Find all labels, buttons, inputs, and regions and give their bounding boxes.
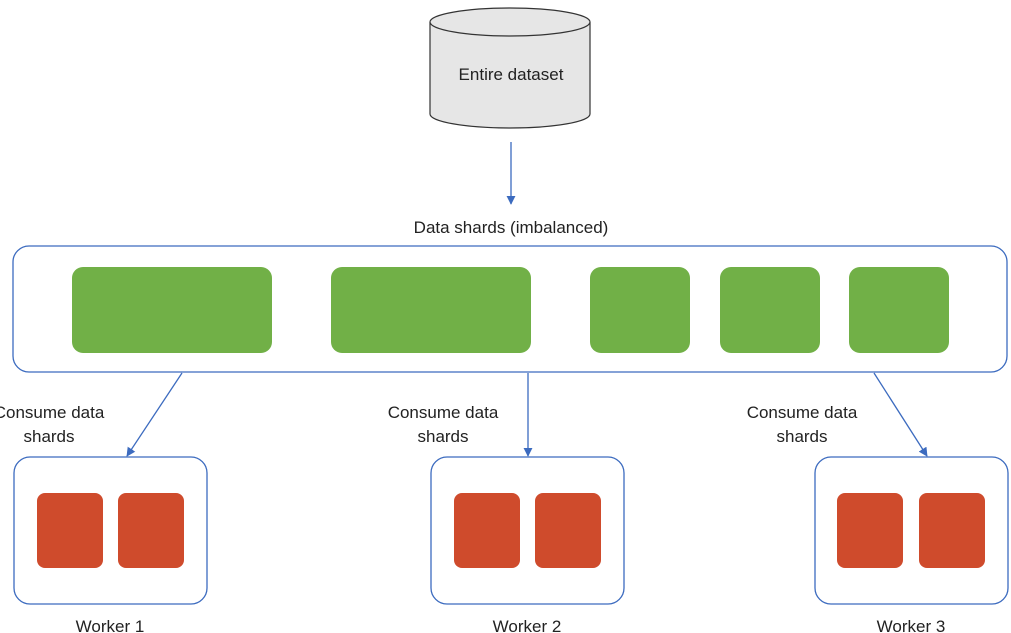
shards-group-title: Data shards (imbalanced) (414, 218, 609, 237)
arrow-shards-to-worker-3 (873, 372, 928, 457)
worker-shard (37, 493, 103, 568)
worker-3: Worker 3 (814, 456, 1009, 633)
worker-shard (118, 493, 184, 568)
data-shard (331, 267, 531, 353)
worker-1: Worker 1 (13, 456, 208, 633)
consume-label-line1: Consume data (0, 403, 105, 422)
cylinder-body (429, 22, 591, 129)
data-shard (590, 267, 690, 353)
worker-label: Worker 1 (76, 617, 145, 633)
consume-label-3: Consume data shards (747, 403, 858, 446)
data-shard (72, 267, 272, 353)
worker-shard (535, 493, 601, 568)
arrow-shards-to-worker-1 (126, 372, 183, 457)
worker-label: Worker 2 (493, 617, 562, 633)
worker-shard (919, 493, 985, 568)
consume-label-2: Consume data shards (388, 403, 499, 446)
worker-2: Worker 2 (430, 456, 625, 633)
shards-container (12, 245, 1008, 373)
data-shard (720, 267, 820, 353)
consume-label-line2: shards (417, 427, 468, 446)
worker-shard (454, 493, 520, 568)
consume-label-line1: Consume data (388, 403, 499, 422)
consume-label-line2: shards (776, 427, 827, 446)
data-shard (849, 267, 949, 353)
dataset-label: Entire dataset (459, 65, 564, 84)
cylinder-top (429, 7, 591, 37)
consume-label-line1: Consume data (747, 403, 858, 422)
consume-label-1: Consume data shards (0, 403, 105, 446)
dataset-cylinder: Entire dataset (429, 7, 591, 129)
consume-label-line2: shards (23, 427, 74, 446)
worker-shard (837, 493, 903, 568)
worker-label: Worker 3 (877, 617, 946, 633)
